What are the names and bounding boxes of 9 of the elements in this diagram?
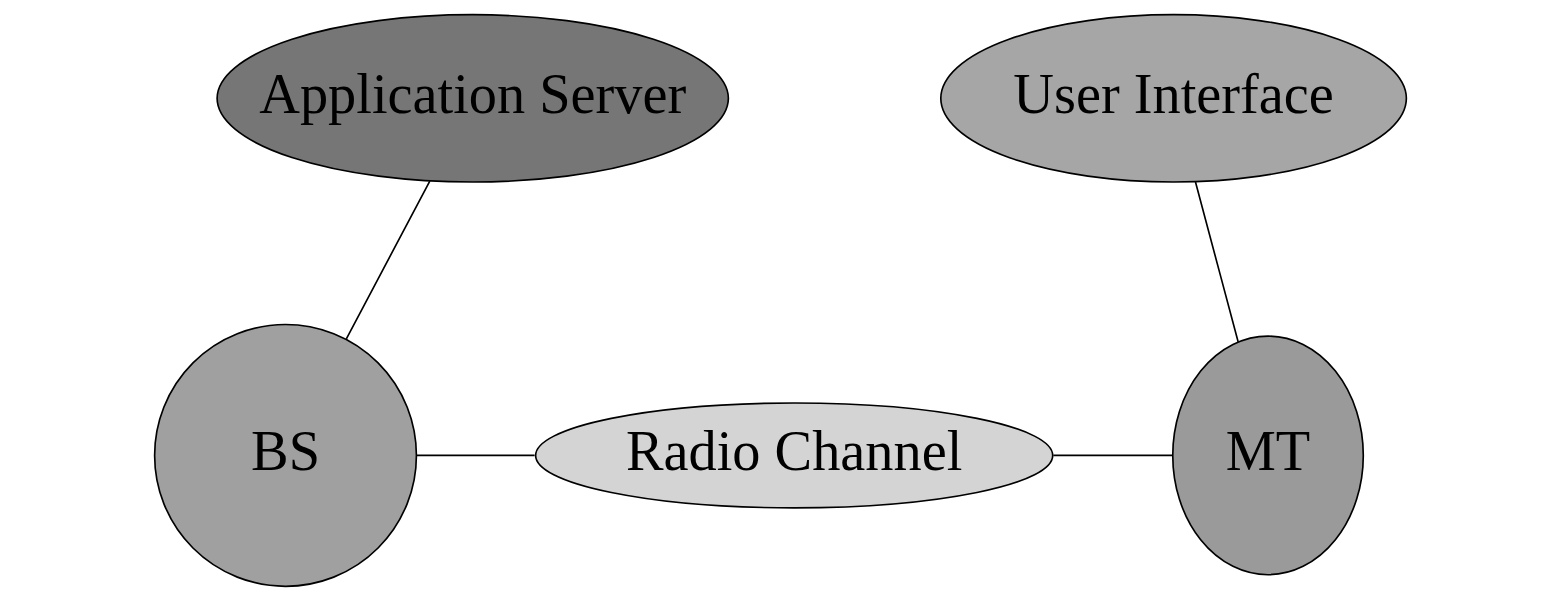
- node-ellipse: Application Server: [215, 13, 729, 183]
- node-circle: BS: [153, 323, 417, 588]
- connector: [345, 180, 431, 340]
- connector: [1194, 181, 1239, 343]
- node-ellipse: Radio Channel: [534, 402, 1054, 509]
- connector: [415, 454, 535, 457]
- connector: [1052, 454, 1173, 457]
- node-ellipse: User Interface: [939, 13, 1407, 183]
- node-ellipse: MT: [1171, 335, 1364, 576]
